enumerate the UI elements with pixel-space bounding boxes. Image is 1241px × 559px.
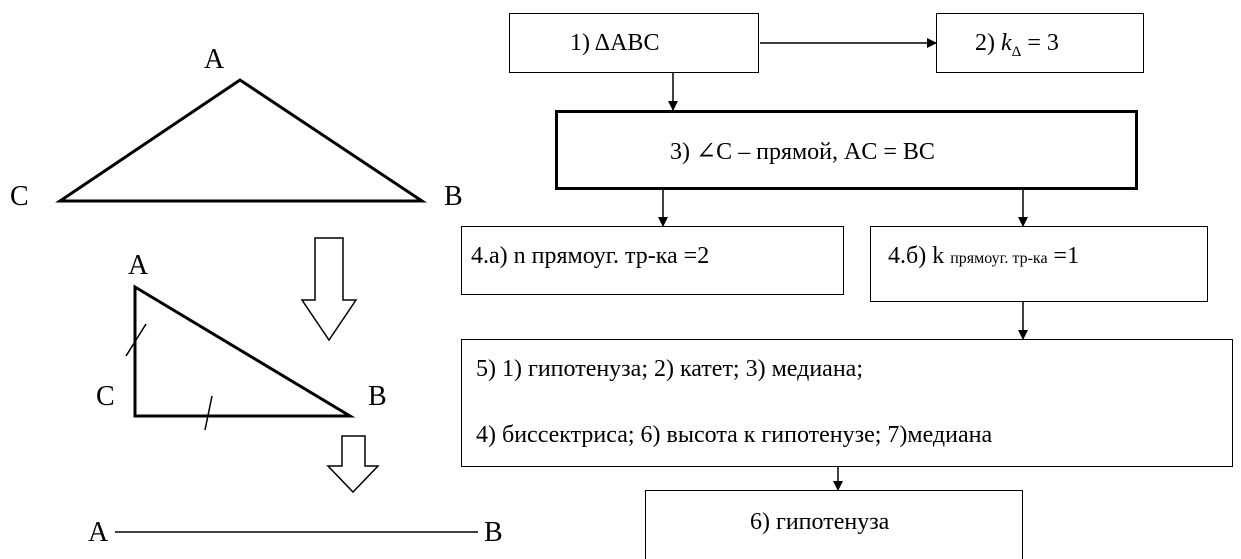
step-3-text: 3) ∠C – прямой, AC = BC [670, 139, 935, 165]
triangle-abc-obtuse [55, 78, 427, 203]
step-1-text: 1) ΔABC [570, 30, 660, 56]
vertex-label-a: A [204, 44, 225, 75]
vertex-label-b: B [484, 517, 503, 548]
tick-mark-ac [125, 323, 147, 357]
step-5-line-2: 4) биссектриса; 6) высота к гипотенузе; … [476, 422, 993, 448]
step-4b-text: 4.б) k прямоуг. тр-ка =1 [888, 243, 1080, 269]
hollow-arrow-down-small [326, 435, 380, 494]
vertex-label-c: C [96, 381, 115, 412]
vertex-label-b: B [368, 381, 387, 412]
step-2-text: 2) kΔ = 3 [975, 30, 1059, 60]
step-4a-text: 4.a) n прямоуг. тр-ка =2 [471, 243, 710, 269]
triangle-abc-right [133, 284, 356, 418]
step-box-4a: 4.a) n прямоуг. тр-ка =2 [461, 226, 844, 295]
tick-mark-bc [204, 395, 213, 431]
step-box-2: 2) kΔ = 3 [936, 13, 1144, 73]
vertex-label-a: A [88, 517, 109, 548]
step-box-6: 6) гипотенуза [645, 490, 1023, 559]
step-box-5: 5) 1) гипотенуза; 2) катет; 3) медиана; … [461, 339, 1233, 467]
vertex-label-a: A [128, 250, 149, 281]
step-5-line-1: 5) 1) гипотенуза; 2) катет; 3) медиана; [476, 356, 863, 382]
hollow-arrow-down-large [300, 237, 358, 342]
step-box-3: 3) ∠C – прямой, AC = BC [555, 110, 1138, 190]
step-6-text: 6) гипотенуза [750, 509, 890, 535]
vertex-label-b: B [444, 181, 463, 212]
vertex-label-c: C [10, 181, 29, 212]
step-box-1: 1) ΔABC [509, 13, 759, 73]
step-box-4b: 4.б) k прямоуг. тр-ка =1 [870, 226, 1208, 302]
